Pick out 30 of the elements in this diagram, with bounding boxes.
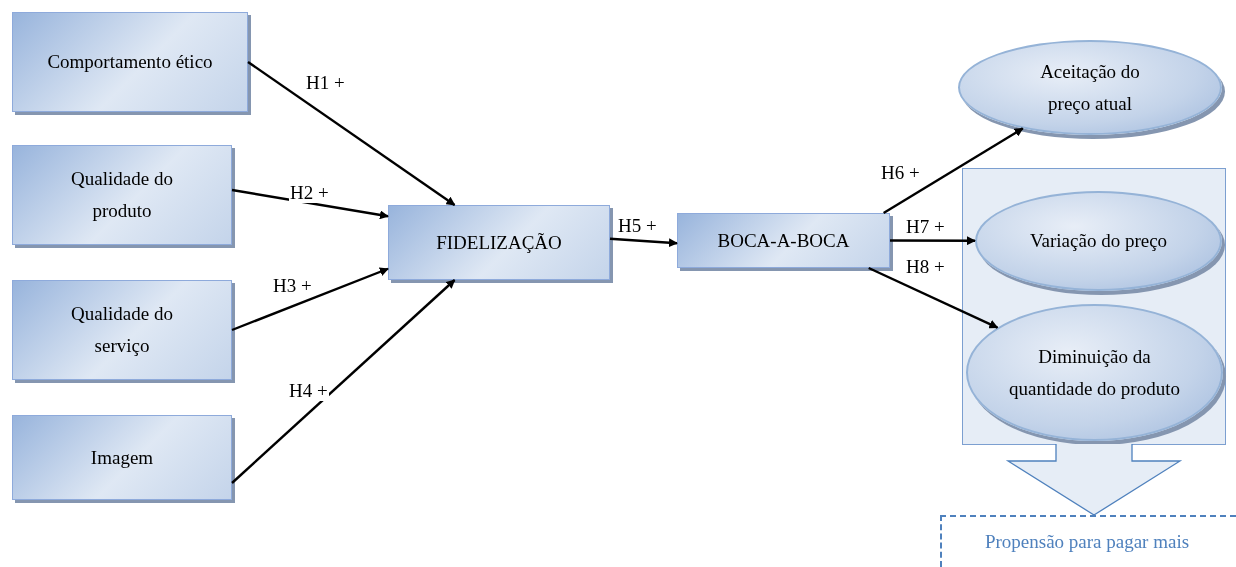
process-box [677, 213, 890, 268]
arrow [247, 61, 456, 206]
process-box [12, 415, 232, 500]
process-box [388, 205, 610, 280]
node-text: Propensão para pagar mais [983, 530, 1191, 554]
group-panel [962, 168, 1226, 445]
node-text: FIDELIZAÇÃO [435, 230, 563, 255]
edge-label: H4 + [288, 381, 329, 401]
process-box [12, 12, 248, 112]
arrow [609, 237, 678, 248]
arrow [868, 266, 999, 329]
node-text: Variação do preço [1028, 229, 1169, 253]
block-arrow [1005, 443, 1183, 516]
arrow [231, 279, 456, 484]
node-text: Aceitação do preço atual [1039, 59, 1141, 116]
node-text: Diminuição da quantidade do produto [1008, 344, 1181, 401]
node-text: Qualidade do produto [70, 167, 174, 223]
node-text: BOCA-A-BOCA [716, 228, 851, 253]
node-text: Imagem [89, 445, 155, 470]
arrow [883, 127, 1024, 215]
oval-node [966, 304, 1223, 441]
arrow [231, 188, 389, 220]
process-box [12, 145, 232, 245]
node-text: Qualidade do serviço [70, 302, 174, 358]
edge-label: H2 + [289, 183, 330, 203]
node-text: Comportamento ético [46, 50, 214, 74]
process-box [12, 280, 232, 380]
arrow [231, 267, 389, 332]
dashed-outcome-box [940, 515, 1236, 567]
arrow [890, 236, 976, 246]
